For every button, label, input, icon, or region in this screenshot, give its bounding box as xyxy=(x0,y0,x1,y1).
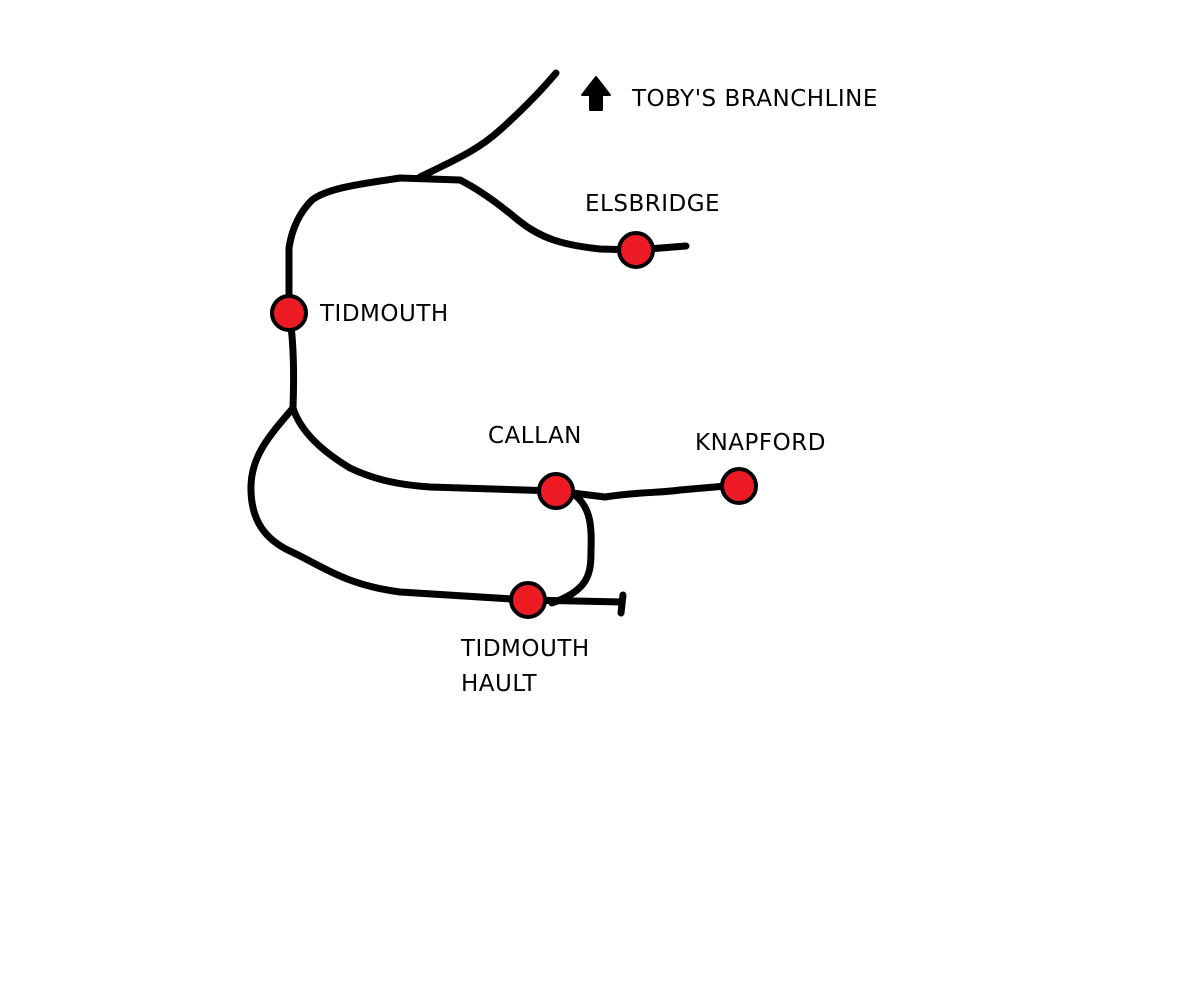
track-to-callan xyxy=(289,404,560,495)
branch-label: TOBY'S BRANCHLINE xyxy=(631,86,878,112)
station-label-elsbridge: ELSBRIDGE xyxy=(585,191,720,217)
station-markers xyxy=(270,231,758,619)
track-to-tobys-branchline xyxy=(416,69,560,181)
station-label-tidmouth-hault-line2: HAULT xyxy=(461,671,538,697)
station-marker-callan[interactable] xyxy=(537,472,575,510)
station-label-tidmouth-hault-line1: TIDMOUTH xyxy=(460,636,590,662)
station-marker-tidmouth-hault[interactable] xyxy=(509,581,547,619)
station-marker-knapford[interactable] xyxy=(720,467,758,505)
track-callan-to-hault-link xyxy=(548,492,595,607)
track-tidmouth-north xyxy=(285,174,464,317)
track-loop-to-tidmouth-hault xyxy=(247,404,532,604)
track-to-elsbridge xyxy=(456,176,690,254)
station-label-callan: CALLAN xyxy=(488,423,582,449)
buffer-stop xyxy=(617,591,627,617)
station-label-tidmouth: TIDMOUTH xyxy=(319,301,449,327)
up-arrow-icon xyxy=(581,76,611,111)
station-marker-tidmouth[interactable] xyxy=(270,294,308,332)
station-label-knapford: KNAPFORD xyxy=(695,430,826,456)
track-to-knapford xyxy=(552,481,742,501)
map-labels: TOBY'S BRANCHLINE ELSBRIDGE TIDMOUTH CAL… xyxy=(319,86,878,697)
station-marker-elsbridge[interactable] xyxy=(617,231,655,269)
track-network xyxy=(247,69,742,617)
